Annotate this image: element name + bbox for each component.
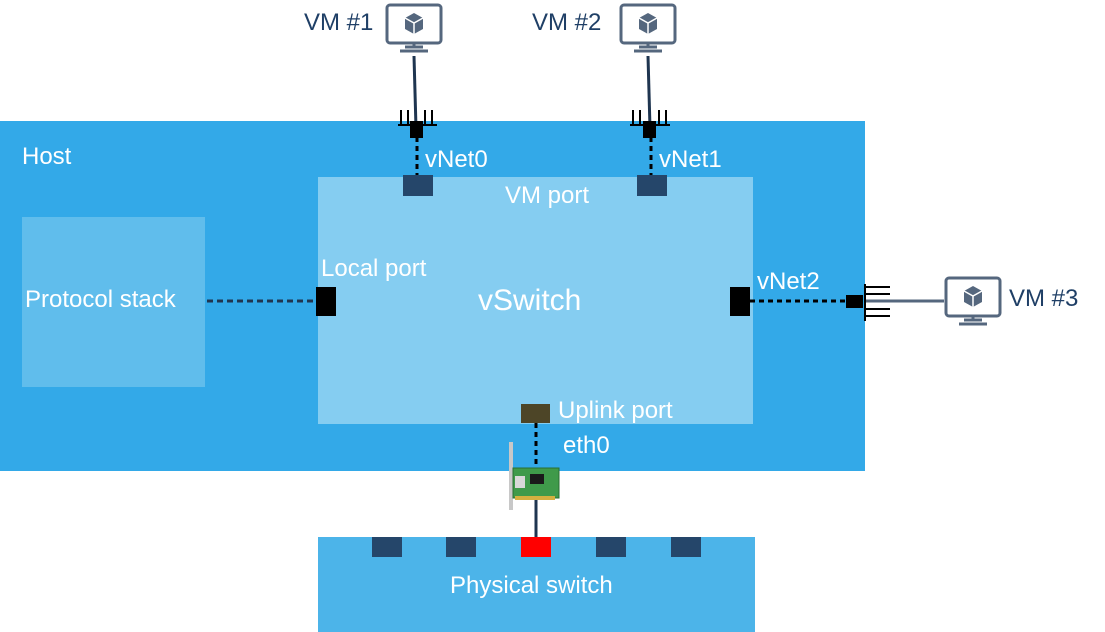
physical-switch-port [596,537,626,557]
vm3-plug-icon [846,284,890,321]
local-port-label: Local port [321,255,427,282]
vm2-monitor-icon [619,3,677,53]
physical-switch-active-port [521,537,551,557]
vm1-cable [412,55,418,129]
vnet1-port [637,175,667,196]
eth0-label: eth0 [563,432,610,459]
vm2-label: VM #2 [532,9,602,36]
vm3-label: VM #3 [1009,285,1079,312]
protocol-stack-box [22,217,205,387]
vnet1-label: vNet1 [659,146,722,173]
vm1-monitor-icon [385,3,443,53]
vm2-cable [646,55,652,129]
protocol-stack-label: Protocol stack [25,286,176,313]
physical-switch-port [372,537,402,557]
vnet2-label: vNet2 [757,268,820,295]
physical-switch-port [671,537,701,557]
vnet0-port [403,175,433,196]
host-label: Host [22,143,72,170]
local-port [316,287,336,316]
uplink-port-label: Uplink port [558,397,673,424]
physical-switch-port [446,537,476,557]
vnet2-port [730,287,750,316]
vm1-plug-icon [398,110,437,138]
vm3-monitor-icon [944,276,1002,326]
physical-switch-label: Physical switch [450,572,613,599]
uplink-port [521,404,550,423]
vnet0-label: vNet0 [425,146,488,173]
vm-port-label: VM port [505,182,590,209]
vswitch-box [318,177,753,424]
vswitch-label: vSwitch [478,284,582,317]
nic-card-icon [509,442,560,510]
vm1-label: VM #1 [304,9,374,36]
